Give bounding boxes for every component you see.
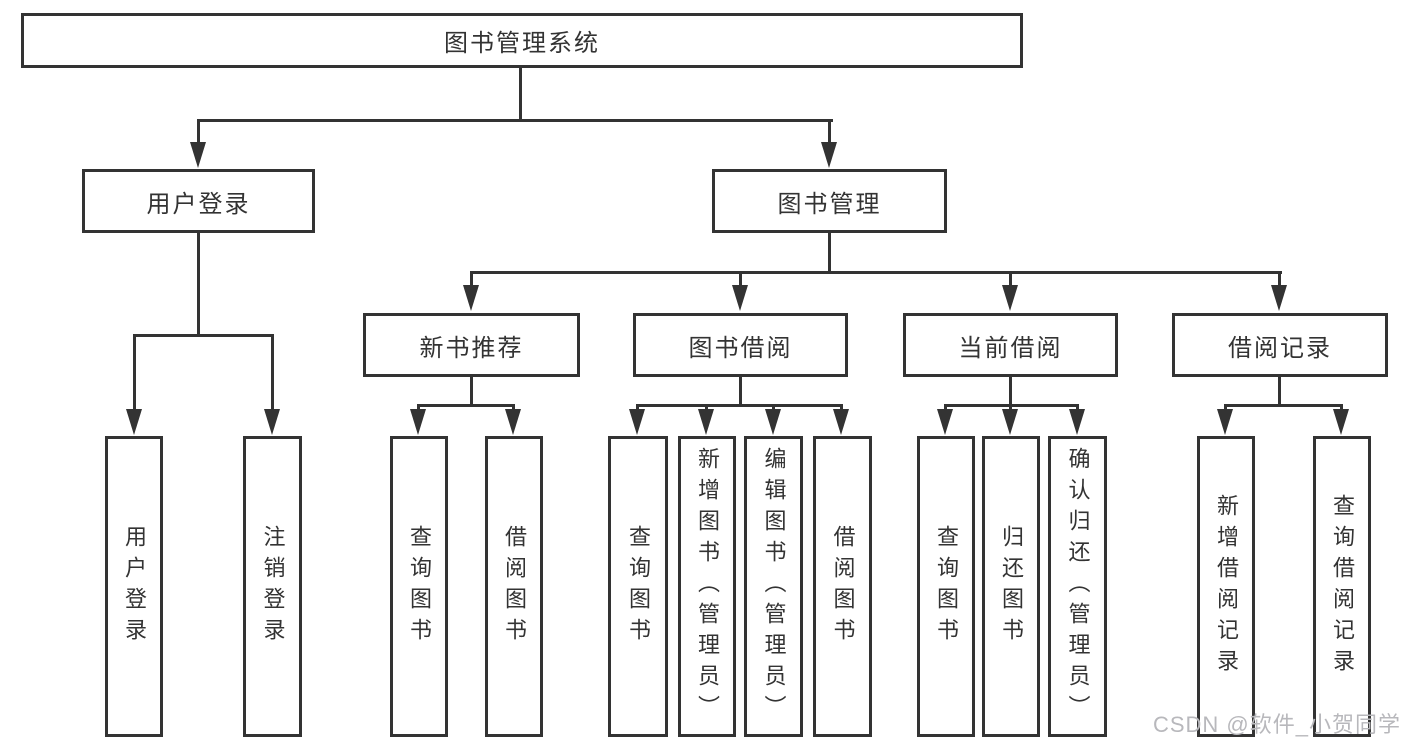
node-borrowing-records: 借阅记录 [1172, 313, 1388, 377]
connector-line [418, 404, 515, 407]
node-label: 当前借阅 [958, 334, 1063, 362]
arrow-down-icon [732, 285, 748, 311]
node-new-book-recommendation: 新书推荐 [363, 313, 580, 377]
node-label: 借阅记录 [1228, 334, 1332, 362]
leaf-query-books-1: 查询图书 [390, 436, 448, 737]
node-current-borrowing: 当前借阅 [903, 313, 1118, 377]
arrow-down-icon [1002, 409, 1018, 435]
node-label: 新增图书（管理员） [695, 447, 720, 726]
node-label: 新增借阅记录 [1214, 493, 1239, 680]
connector-line [470, 271, 473, 287]
connector-line [739, 271, 742, 287]
connector-line [519, 68, 522, 122]
arrow-down-icon [264, 409, 280, 435]
connector-line [1225, 404, 1343, 407]
arrow-down-icon [1069, 409, 1085, 435]
connector-line [1278, 376, 1281, 407]
arrow-down-icon [126, 409, 142, 435]
leaf-query-books-3: 查询图书 [917, 436, 975, 737]
connector-line [1009, 376, 1012, 407]
node-label: 图书管理 [777, 190, 882, 218]
node-label: 查询图书 [407, 524, 432, 649]
connector-line [1076, 404, 1079, 411]
arrow-down-icon [821, 142, 837, 168]
node-label: 图书借阅 [688, 334, 793, 362]
connector-line [133, 334, 136, 411]
arrow-down-icon [1333, 409, 1349, 435]
connector-line [840, 404, 843, 411]
arrow-down-icon [1271, 285, 1287, 311]
node-label: 用户登录 [122, 524, 147, 649]
connector-line [828, 119, 831, 145]
arrow-down-icon [937, 409, 953, 435]
leaf-return-books: 归还图书 [982, 436, 1040, 737]
arrow-down-icon [505, 409, 521, 435]
leaf-query-borrow-record: 查询借阅记录 [1313, 436, 1371, 737]
arrow-down-icon [833, 409, 849, 435]
connector-line [1278, 271, 1281, 287]
arrow-down-icon [698, 409, 714, 435]
arrow-down-icon [410, 409, 426, 435]
leaf-user-login: 用户登录 [105, 436, 163, 737]
connector-line [470, 376, 473, 407]
connector-line [772, 404, 775, 411]
connector-line [637, 404, 843, 407]
node-label: 查询借阅记录 [1330, 493, 1355, 680]
leaf-logout: 注销登录 [243, 436, 302, 737]
node-label: 借阅图书 [502, 524, 527, 649]
arrow-down-icon [190, 142, 206, 168]
node-library-management-system: 图书管理系统 [21, 13, 1023, 68]
connector-line [197, 119, 200, 145]
leaf-borrow-books-1: 借阅图书 [485, 436, 543, 737]
leaf-confirm-return-admin: 确认归还（管理员） [1048, 436, 1107, 737]
connector-line [271, 334, 274, 411]
watermark: CSDN @软件_小贺同学 [1152, 712, 1401, 737]
connector-line [197, 232, 200, 336]
connector-line [470, 271, 1282, 274]
node-label: 用户登录 [146, 190, 251, 218]
connector-line [133, 334, 274, 337]
node-label: 查询图书 [626, 524, 651, 649]
node-label: 新书推荐 [419, 334, 524, 362]
node-user-login: 用户登录 [82, 169, 315, 233]
connector-line [944, 404, 947, 411]
node-label: 编辑图书（管理员） [761, 447, 787, 726]
node-label: 归还图书 [999, 524, 1024, 649]
connector-line [1009, 271, 1012, 287]
leaf-borrow-books-2: 借阅图书 [813, 436, 872, 737]
connector-line [828, 232, 831, 274]
leaf-add-book-admin: 新增图书（管理员） [678, 436, 736, 737]
connector-line [1340, 404, 1343, 411]
node-book-management: 图书管理 [712, 169, 947, 233]
leaf-edit-book-admin: 编辑图书（管理员） [744, 436, 803, 737]
connector-line [705, 404, 708, 411]
node-label: 图书管理系统 [444, 30, 600, 57]
arrow-down-icon [1217, 409, 1233, 435]
node-label: 注销登录 [260, 524, 286, 649]
connector-line [739, 376, 742, 407]
arrow-down-icon [629, 409, 645, 435]
arrow-down-icon [463, 285, 479, 311]
connector-line [1009, 404, 1012, 411]
connector-line [1224, 404, 1227, 411]
connector-line [945, 404, 1079, 407]
connector-line [636, 404, 639, 411]
node-book-borrowing: 图书借阅 [633, 313, 848, 377]
connector-line [417, 404, 420, 411]
connector-line [512, 404, 515, 411]
arrow-down-icon [765, 409, 781, 435]
node-label: 借阅图书 [830, 524, 856, 649]
node-label: 确认归还（管理员） [1065, 447, 1091, 726]
connector-line [197, 119, 833, 122]
leaf-add-borrow-record: 新增借阅记录 [1197, 436, 1255, 737]
arrow-down-icon [1002, 285, 1018, 311]
node-label: 查询图书 [934, 524, 959, 649]
leaf-query-books-2: 查询图书 [608, 436, 668, 737]
